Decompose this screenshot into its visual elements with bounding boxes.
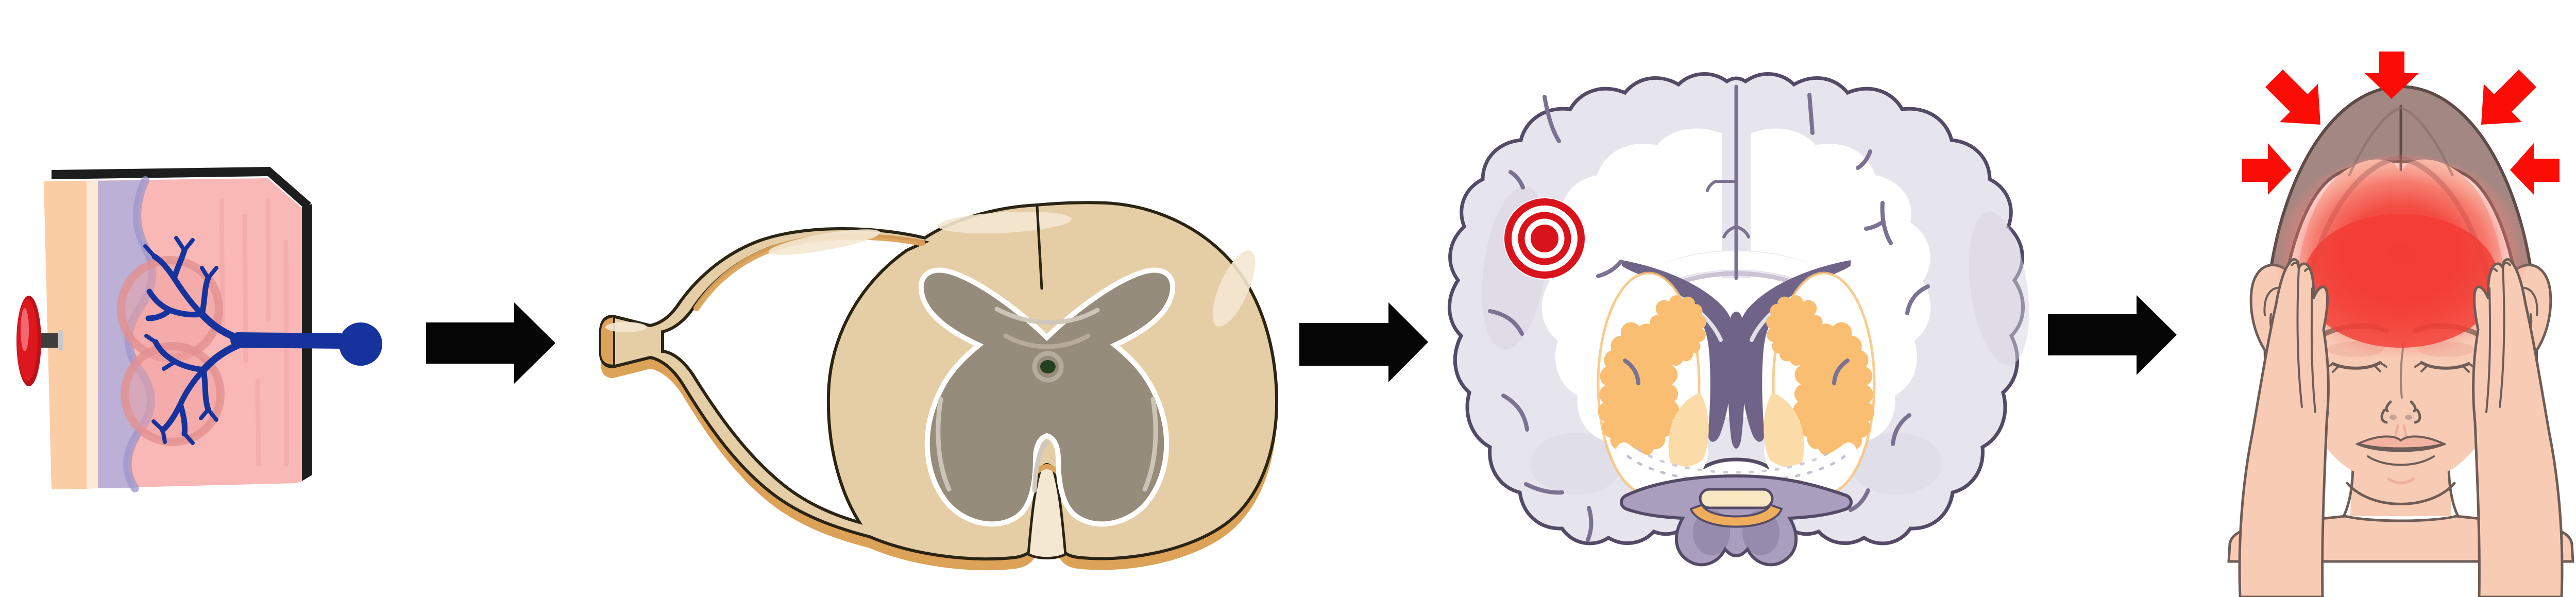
flow-arrow-3-icon: [2048, 295, 2177, 375]
pin-cap: [58, 330, 63, 351]
block-top-edge: [52, 167, 311, 209]
afferent-axon: [230, 322, 382, 366]
stage-brain: [1448, 72, 2029, 567]
brainstem: [1620, 474, 1853, 567]
pallidum-left: [1668, 393, 1709, 468]
sulci-right: [1807, 93, 1930, 512]
skin-block: [44, 167, 312, 492]
basal-ganglia-right: [1764, 271, 1876, 496]
stem-orange-arc: [1689, 503, 1783, 528]
mouth-line: [2356, 442, 2446, 450]
closed-eyes: [2331, 361, 2470, 370]
pressure-arrow-top: [2365, 52, 2419, 99]
caudate-right: [1766, 295, 1824, 366]
axon-fiber: [230, 332, 348, 349]
subcutis-strip: [44, 181, 87, 489]
pressure-arrows: [2242, 52, 2560, 195]
basal-ganglia-left: [1597, 271, 1709, 496]
stage-headache: [2227, 52, 2574, 597]
lower-lip: [2367, 455, 2435, 466]
finger-lines-right: [2485, 262, 2511, 413]
flow-arrow-2-icon: [1299, 302, 1428, 382]
caudate-left: [1649, 295, 1706, 366]
dorsal-median-sulcus: [1036, 204, 1043, 290]
gray-matter-butterfly: [918, 267, 1176, 527]
stage-skin-receptor: [16, 167, 382, 492]
third-ventricle: [1727, 312, 1745, 449]
arm-left: [2238, 258, 2330, 597]
chin-crease: [2387, 477, 2415, 485]
finger-lines-left: [2291, 262, 2316, 413]
pallidum-right: [1764, 393, 1804, 468]
pushpin-icon: [16, 296, 63, 386]
lateral-ventricle-right: [1737, 260, 1851, 442]
stage-spinal-cord: [599, 202, 1277, 571]
pressure-arrow-upper-left: [2265, 70, 2320, 125]
central-canal: [1040, 360, 1056, 373]
dermis-texture-lines: [219, 198, 289, 466]
stem-cream-bar: [1699, 488, 1774, 509]
lateral-ventricle-left: [1622, 260, 1736, 442]
pressure-arrow-upper-right: [2481, 70, 2536, 125]
collar-curve: [2346, 482, 2456, 505]
flow-arrow-1-icon: [426, 302, 555, 384]
pressure-arrow-right: [2510, 143, 2560, 195]
pressure-arrow-left: [2242, 143, 2292, 195]
sulci-left: [1488, 95, 1640, 542]
pin-shaft: [39, 333, 60, 348]
central-canal-ring: [1032, 351, 1064, 383]
pain-glow: [2272, 155, 2530, 366]
cream-strip: [87, 181, 98, 489]
axon-terminal: [339, 322, 382, 366]
pain-target-icon: [1503, 197, 1586, 280]
arm-right: [2472, 258, 2564, 597]
free-nerve-endings: [143, 236, 247, 445]
